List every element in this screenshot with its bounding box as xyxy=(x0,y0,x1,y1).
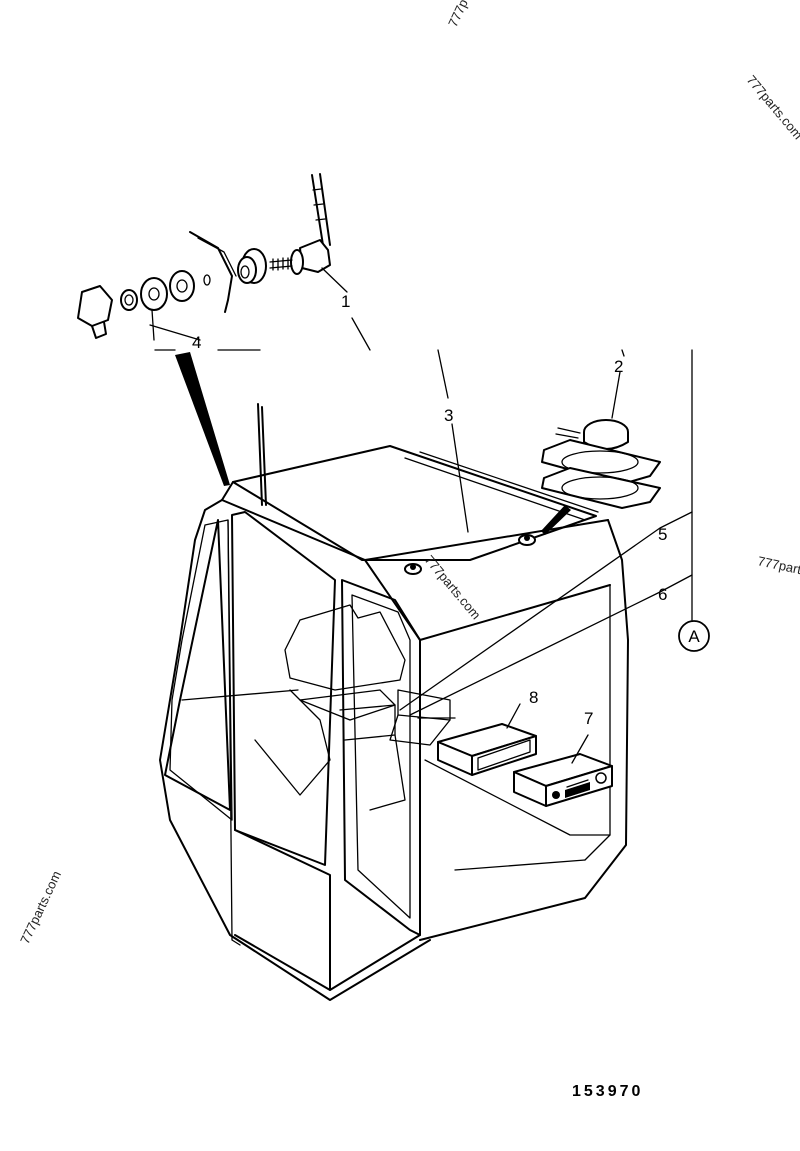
watermark-right: 777parts xyxy=(756,553,800,578)
callout-6: 6 xyxy=(658,585,667,604)
leader-lines xyxy=(399,349,693,719)
callout-a-circle: A xyxy=(678,620,710,652)
drawing-number: 153970 xyxy=(572,1083,643,1100)
watermark-center: 777parts.com xyxy=(422,552,484,622)
watermark-top: 777p xyxy=(445,0,471,29)
callout-7: 7 xyxy=(584,709,593,728)
callout-1: 1 xyxy=(341,292,350,311)
radio-unit xyxy=(513,734,613,807)
operator-seat xyxy=(254,604,406,811)
roof-speaker-mounts xyxy=(404,534,536,575)
speaker-assembly xyxy=(541,349,661,535)
callout-5: 5 xyxy=(658,525,667,544)
antenna-assembly xyxy=(77,173,371,486)
cab-antenna-mast xyxy=(257,403,267,506)
callout-3: 3 xyxy=(444,406,453,425)
callout-8: 8 xyxy=(529,688,538,707)
radio-housing xyxy=(437,703,537,776)
callout-a: A xyxy=(688,627,700,646)
cab-frame xyxy=(159,499,431,1001)
callout-4: 4 xyxy=(192,333,201,352)
watermark-top-right: 777parts.com xyxy=(744,72,800,142)
callout-2: 2 xyxy=(614,357,623,376)
watermark-left: 777parts.com xyxy=(17,869,64,947)
